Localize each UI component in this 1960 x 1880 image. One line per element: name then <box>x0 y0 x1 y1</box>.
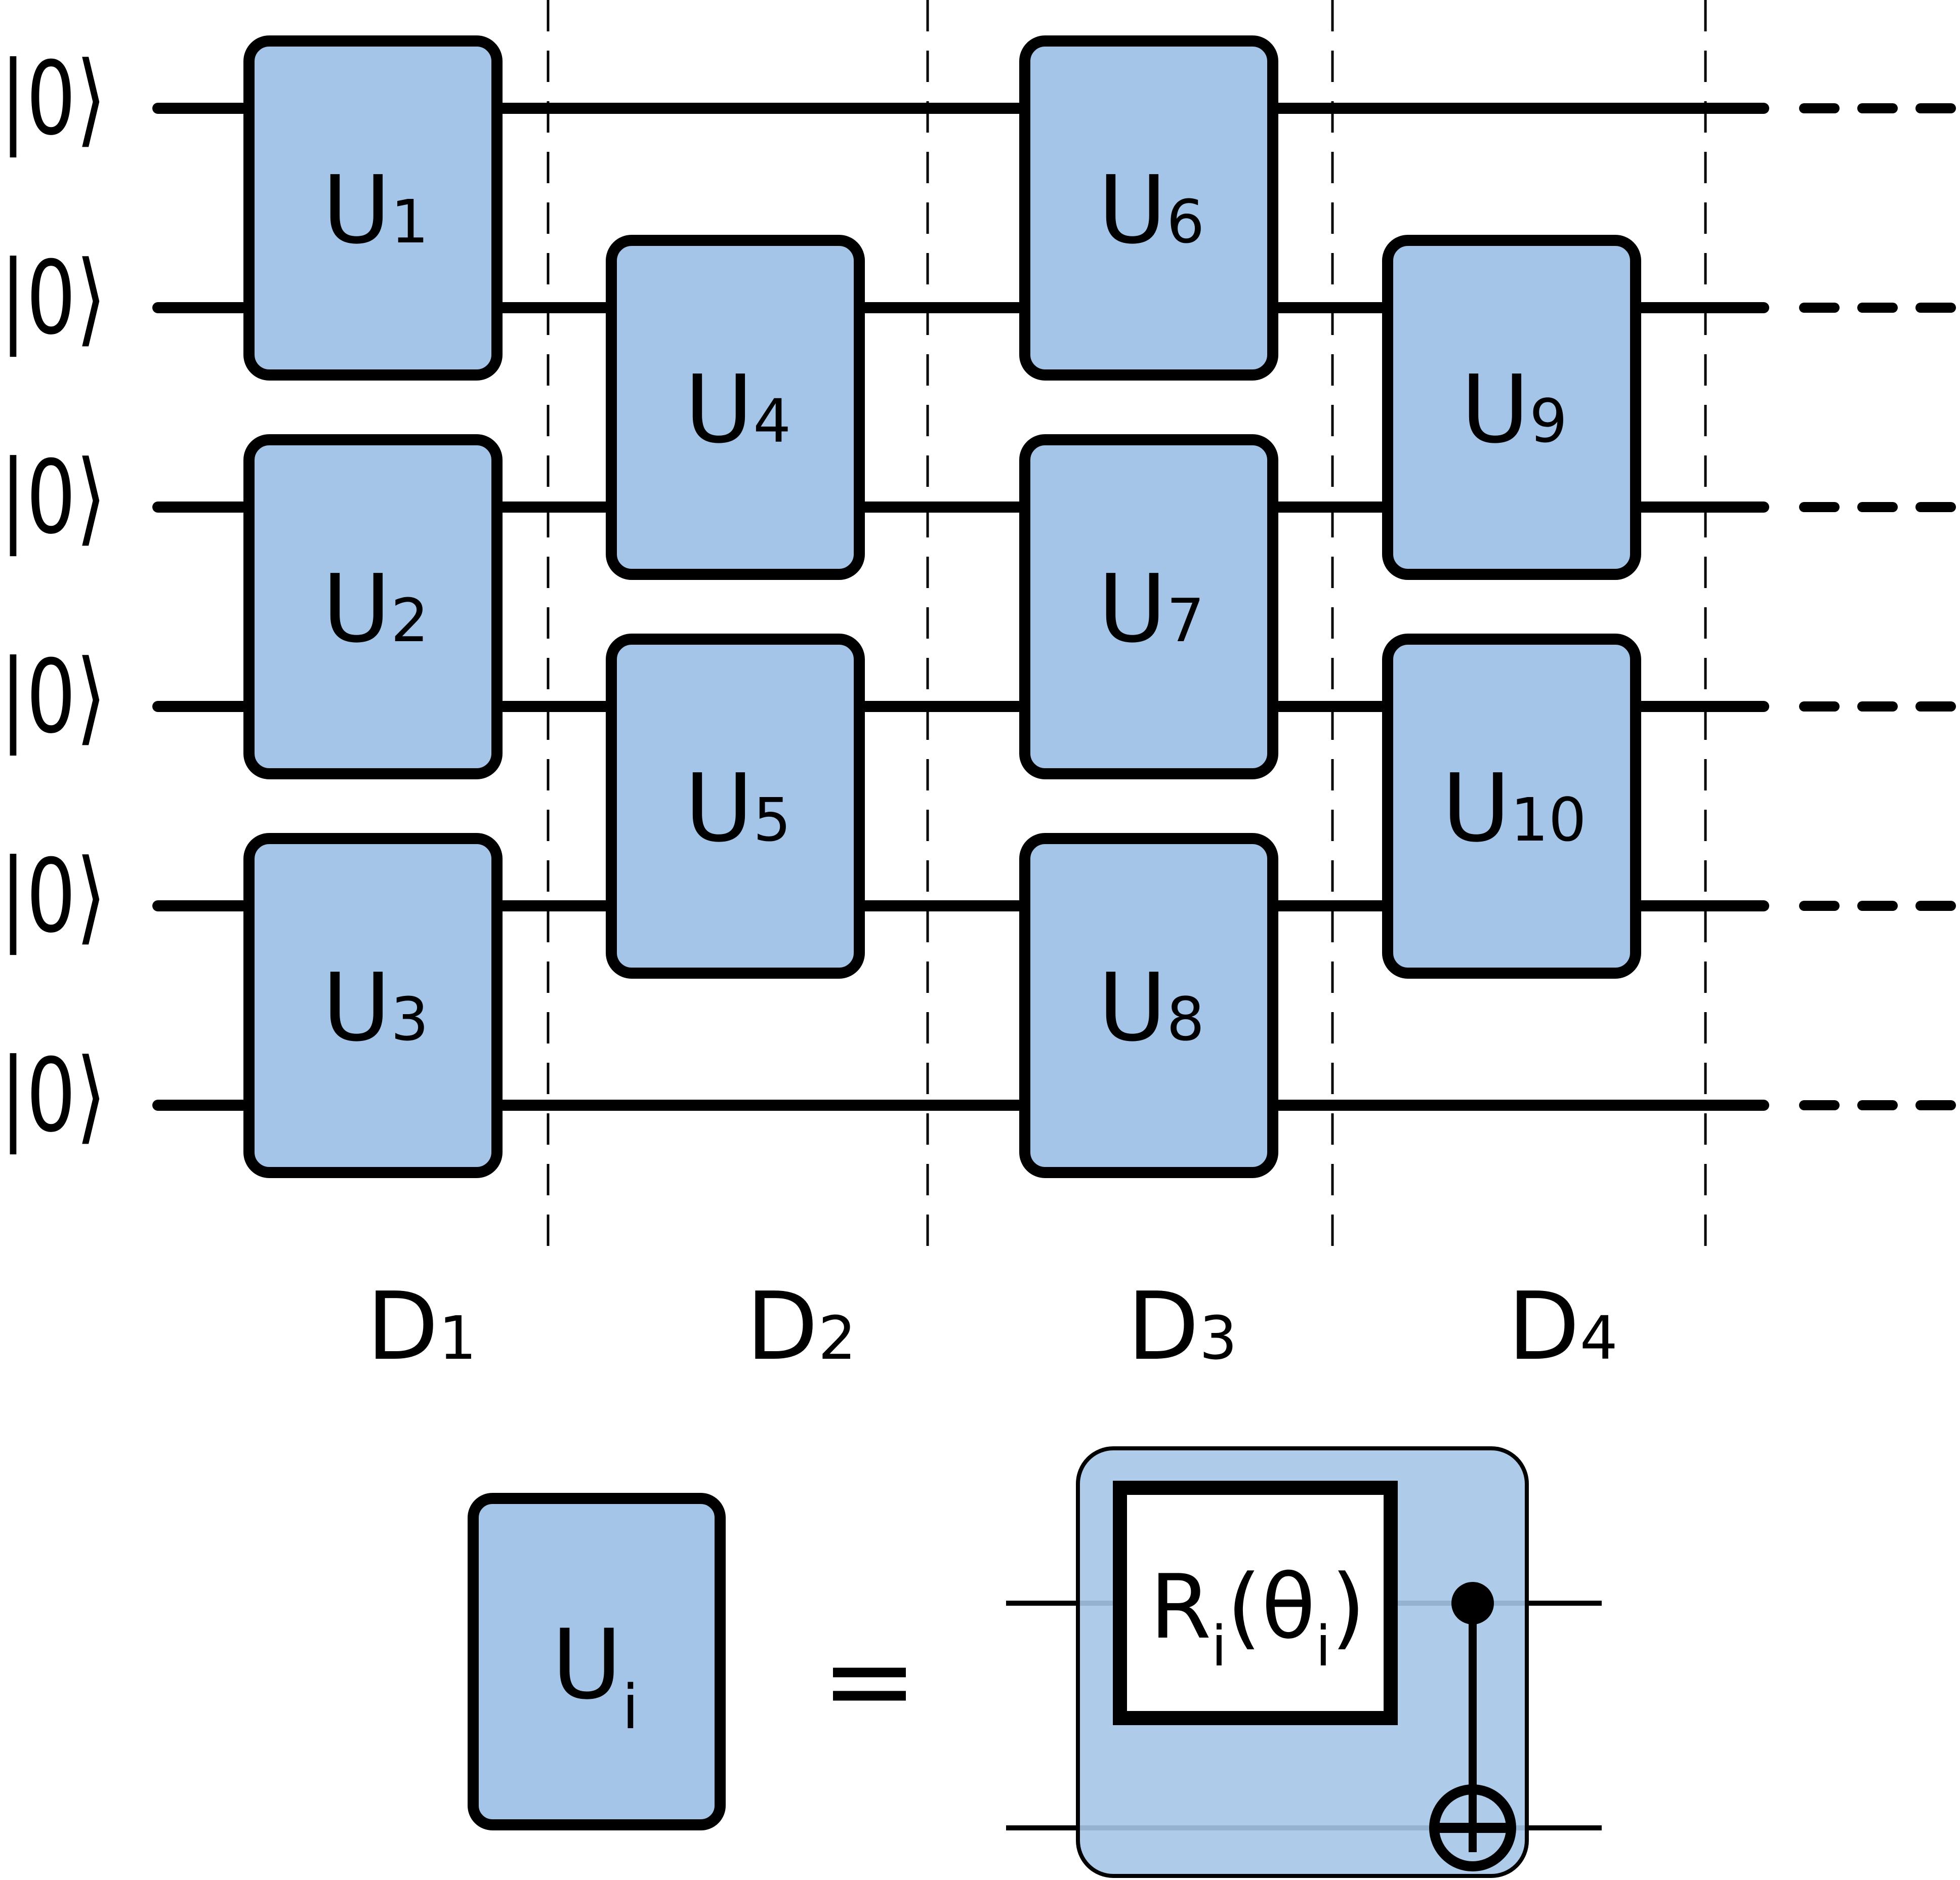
gate-box <box>243 833 503 1178</box>
gate-u1: U1 <box>243 35 503 381</box>
gate-label: U8 <box>1098 953 1205 1062</box>
gate-label: U2 <box>322 554 429 663</box>
layer-label: D4 <box>1508 1272 1618 1381</box>
input-state-ket: |0⟩ <box>0 40 106 158</box>
gate-label-letter: U <box>322 953 391 1062</box>
rotation-theta: θ <box>1261 1556 1315 1659</box>
rotation-theta-index: i <box>1316 1614 1331 1679</box>
gate-label: U3 <box>322 953 429 1062</box>
equals-sign: = <box>821 1613 919 1748</box>
gate-label: U1 <box>322 155 429 265</box>
gate-label: U10 <box>1442 754 1587 863</box>
gate-u4: U4 <box>606 235 865 580</box>
layer-label: D2 <box>746 1272 856 1381</box>
gate-label: U6 <box>1098 155 1205 265</box>
layer-label: D3 <box>1127 1272 1237 1381</box>
cnot-control-dot <box>1451 1582 1494 1624</box>
gate-label-index: 1 <box>391 187 429 257</box>
gate-label: U7 <box>1098 554 1205 663</box>
gate-label-index: 8 <box>1166 984 1204 1054</box>
gate-label-letter: U <box>322 155 391 265</box>
layer-label-index: 4 <box>1580 1303 1618 1373</box>
gate-box <box>606 634 865 979</box>
wire-continuations <box>1799 103 1960 1110</box>
layer-label-index: 2 <box>818 1303 856 1373</box>
input-state-ket: |0⟩ <box>0 1037 106 1155</box>
gate-u7: U7 <box>1019 434 1278 779</box>
rotation-gate-label: Ri(θi) <box>1150 1556 1365 1679</box>
layer-label-letter: D <box>366 1272 438 1381</box>
gate-label-letter: U <box>685 754 753 863</box>
gate-label-index: 7 <box>1166 586 1204 655</box>
gate-label-letter: U <box>1461 355 1529 464</box>
generic-gate-box <box>468 1493 726 1830</box>
generic-gate-index: i <box>622 1673 639 1743</box>
layer-label-letter: D <box>1127 1272 1199 1381</box>
gate-u5: U5 <box>606 634 865 979</box>
gate-definition: Ui = Ri(θi) <box>468 1446 1602 1878</box>
gate-label-index: 4 <box>753 386 791 456</box>
gate-box <box>243 35 503 381</box>
gate-box <box>1019 833 1278 1178</box>
gate-label-letter: U <box>1098 155 1166 265</box>
gate-u3: U3 <box>243 833 503 1178</box>
generic-gate-label: Ui <box>552 1609 639 1743</box>
gate-label: U5 <box>685 754 791 863</box>
input-states: |0⟩ |0⟩ |0⟩ |0⟩ |0⟩ |0⟩ <box>0 40 106 1155</box>
gate-label-letter: U <box>322 554 391 663</box>
layer-label-letter: D <box>1508 1272 1579 1381</box>
gate-u10: U10 <box>1382 634 1641 979</box>
gate-label-index: 10 <box>1511 785 1587 855</box>
layer-label: D1 <box>366 1272 477 1381</box>
gate-label-letter: U <box>1098 953 1166 1062</box>
rotation-gate-box <box>1113 1481 1398 1725</box>
gate-label: U4 <box>685 355 791 464</box>
input-state-ket: |0⟩ <box>0 439 106 557</box>
gate-label-letter: U <box>1442 754 1510 863</box>
gate-box <box>1382 235 1641 580</box>
gate-label-letter: U <box>1098 554 1166 663</box>
gate-box <box>1019 434 1278 779</box>
gate-box <box>243 434 503 779</box>
gate-label-index: 5 <box>753 785 791 855</box>
rotation-close-paren: ) <box>1331 1556 1365 1659</box>
gate-box <box>606 235 865 580</box>
gate-label-letter: U <box>685 355 753 464</box>
layer-label-index: 1 <box>439 1303 477 1373</box>
gate-u2: U2 <box>243 434 503 779</box>
input-state-ket: |0⟩ <box>0 638 106 756</box>
input-state-ket: |0⟩ <box>0 239 106 357</box>
input-state-ket: |0⟩ <box>0 838 106 955</box>
gate-u8: U8 <box>1019 833 1278 1178</box>
gate-label-index: 9 <box>1529 386 1567 456</box>
gate-label: U9 <box>1461 355 1568 464</box>
layer-label-letter: D <box>746 1272 818 1381</box>
rotation-letter: R <box>1150 1556 1212 1659</box>
generic-gate-letter: U <box>552 1609 622 1721</box>
gate-box <box>1382 634 1641 979</box>
layer-label-index: 3 <box>1199 1303 1237 1373</box>
layer-labels: D1 D2 D3 D4 <box>366 1272 1618 1381</box>
gate-u9: U9 <box>1382 235 1641 580</box>
layer-separators <box>547 0 1707 1252</box>
gate-label-index: 3 <box>391 984 429 1054</box>
rotation-index: i <box>1212 1614 1227 1679</box>
gate-u6: U6 <box>1019 35 1278 381</box>
gate-label-index: 6 <box>1166 187 1204 257</box>
gate-box <box>1019 35 1278 381</box>
rotation-open-paren: ( <box>1227 1556 1261 1659</box>
gate-label-index: 2 <box>391 586 429 655</box>
